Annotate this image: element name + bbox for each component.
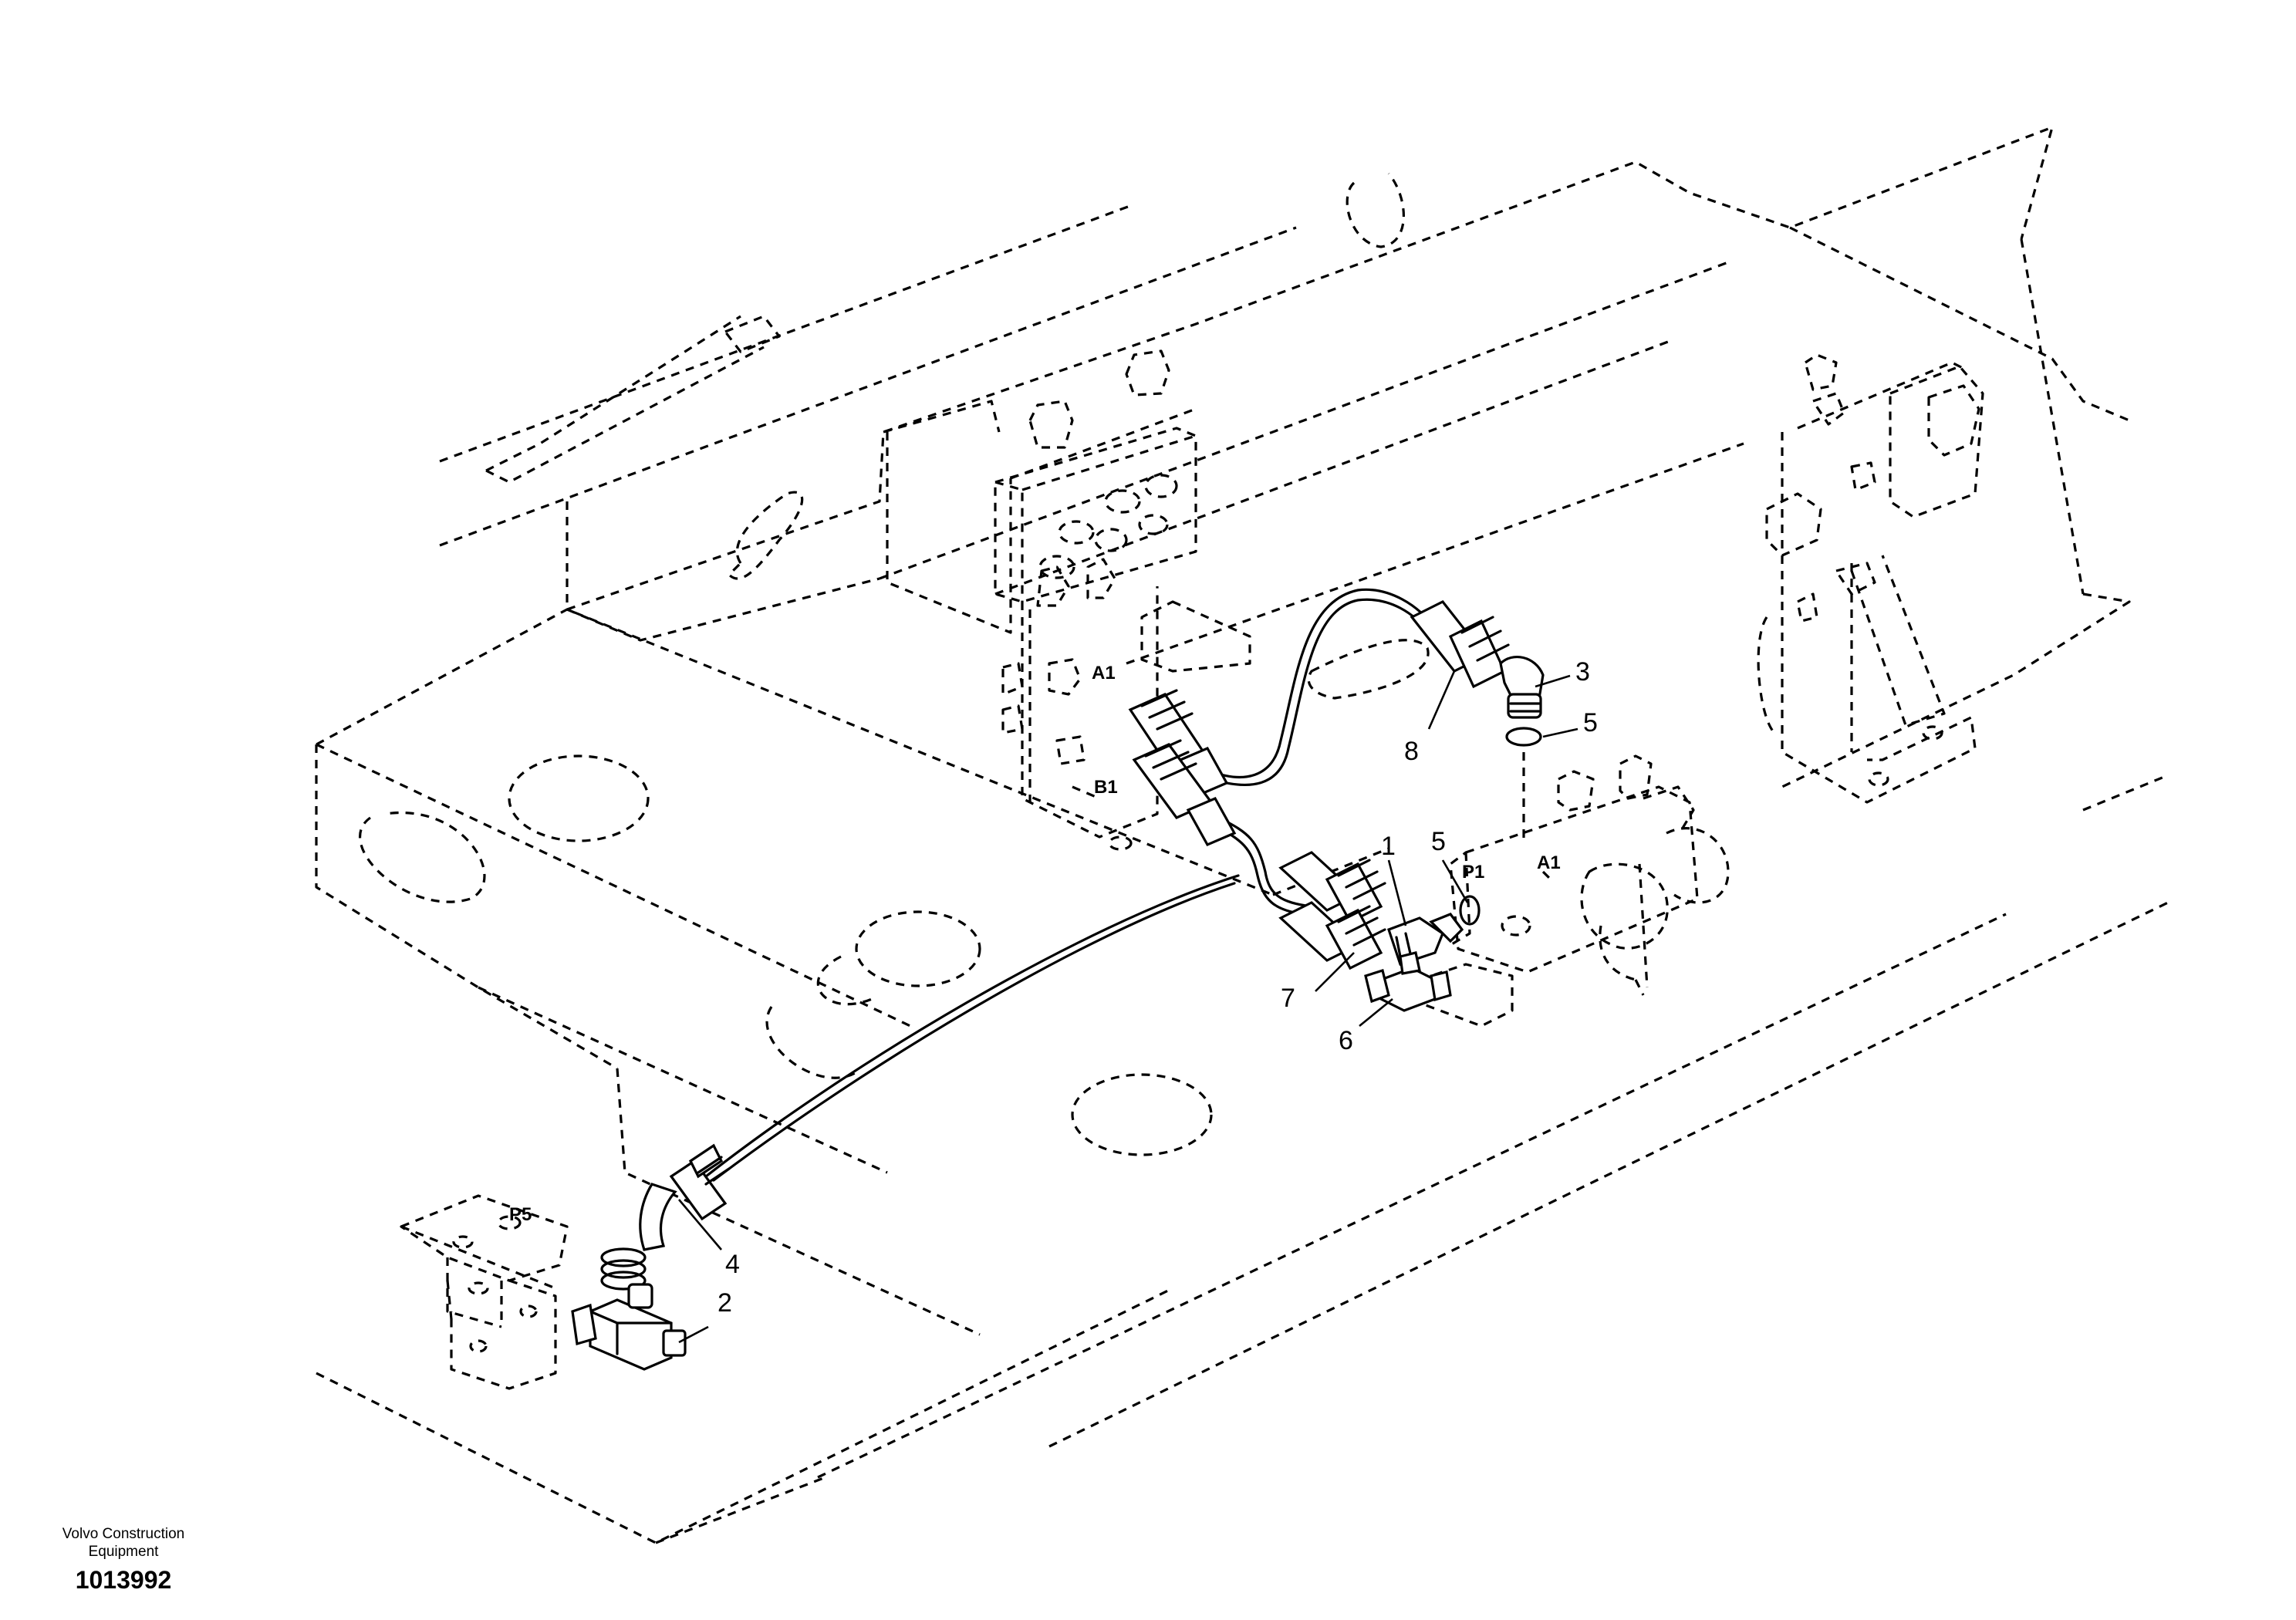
- hose-upper: [1210, 588, 1437, 779]
- port-label-p1-block: P1: [1462, 862, 1484, 883]
- port-label-a1-valve: A1: [1092, 663, 1116, 683]
- callout-7: 7: [1281, 984, 1295, 1013]
- part-5-o-ring-upper: [1505, 727, 1542, 747]
- hose-assemblies: [571, 588, 1545, 1371]
- part-7-hose-ends: [1278, 851, 1386, 970]
- callout-4: 4: [725, 1250, 740, 1279]
- port-label-p5-bracket: P5: [509, 1204, 532, 1225]
- port-label-a1-block: A1: [1537, 852, 1561, 873]
- callout-3: 3: [1575, 657, 1590, 687]
- drawing-number: 1013992: [75, 1566, 172, 1594]
- callout-5a: 5: [1583, 708, 1598, 737]
- callout-8: 8: [1404, 737, 1419, 766]
- company-name-line1: Volvo Construction: [62, 1526, 185, 1542]
- part-5-o-ring-lower: [1459, 895, 1481, 926]
- company-name-line2: Equipment: [88, 1544, 159, 1560]
- callout-6: 6: [1339, 1026, 1353, 1055]
- machine-frame-outline: [315, 126, 2169, 1544]
- left-control-valve: [994, 349, 1197, 851]
- callout-numbers: 1 2 3 4 5 5 6 7 8: [718, 657, 1598, 1318]
- part-6-tee-fitting: [1364, 951, 1452, 1012]
- port-labels: A1 B1 P1 A1 P5: [509, 663, 1561, 1225]
- part-2-tee-fitting: [571, 1283, 687, 1371]
- callout-leaders: [678, 670, 1578, 1344]
- hose-middle: [1217, 816, 1313, 908]
- right-pilot-valve: [1757, 353, 1984, 804]
- callout-2: 2: [718, 1288, 732, 1318]
- hose-long: [704, 874, 1240, 1178]
- part-1-elbow-fitting: [1386, 913, 1464, 967]
- part-3-elbow-fitting: [1499, 656, 1545, 719]
- part-8-hose-end: [1410, 599, 1510, 689]
- b1-hose-end: [1132, 739, 1237, 847]
- callout-5b: 5: [1431, 827, 1446, 856]
- central-manifold: [1418, 752, 1730, 1028]
- port-label-b1-valve: B1: [1094, 777, 1118, 798]
- a1-hose-end: [1128, 689, 1229, 797]
- callout-1: 1: [1381, 832, 1396, 861]
- p5-bracket: [400, 1194, 569, 1390]
- part-4-hose-end: [600, 1143, 731, 1291]
